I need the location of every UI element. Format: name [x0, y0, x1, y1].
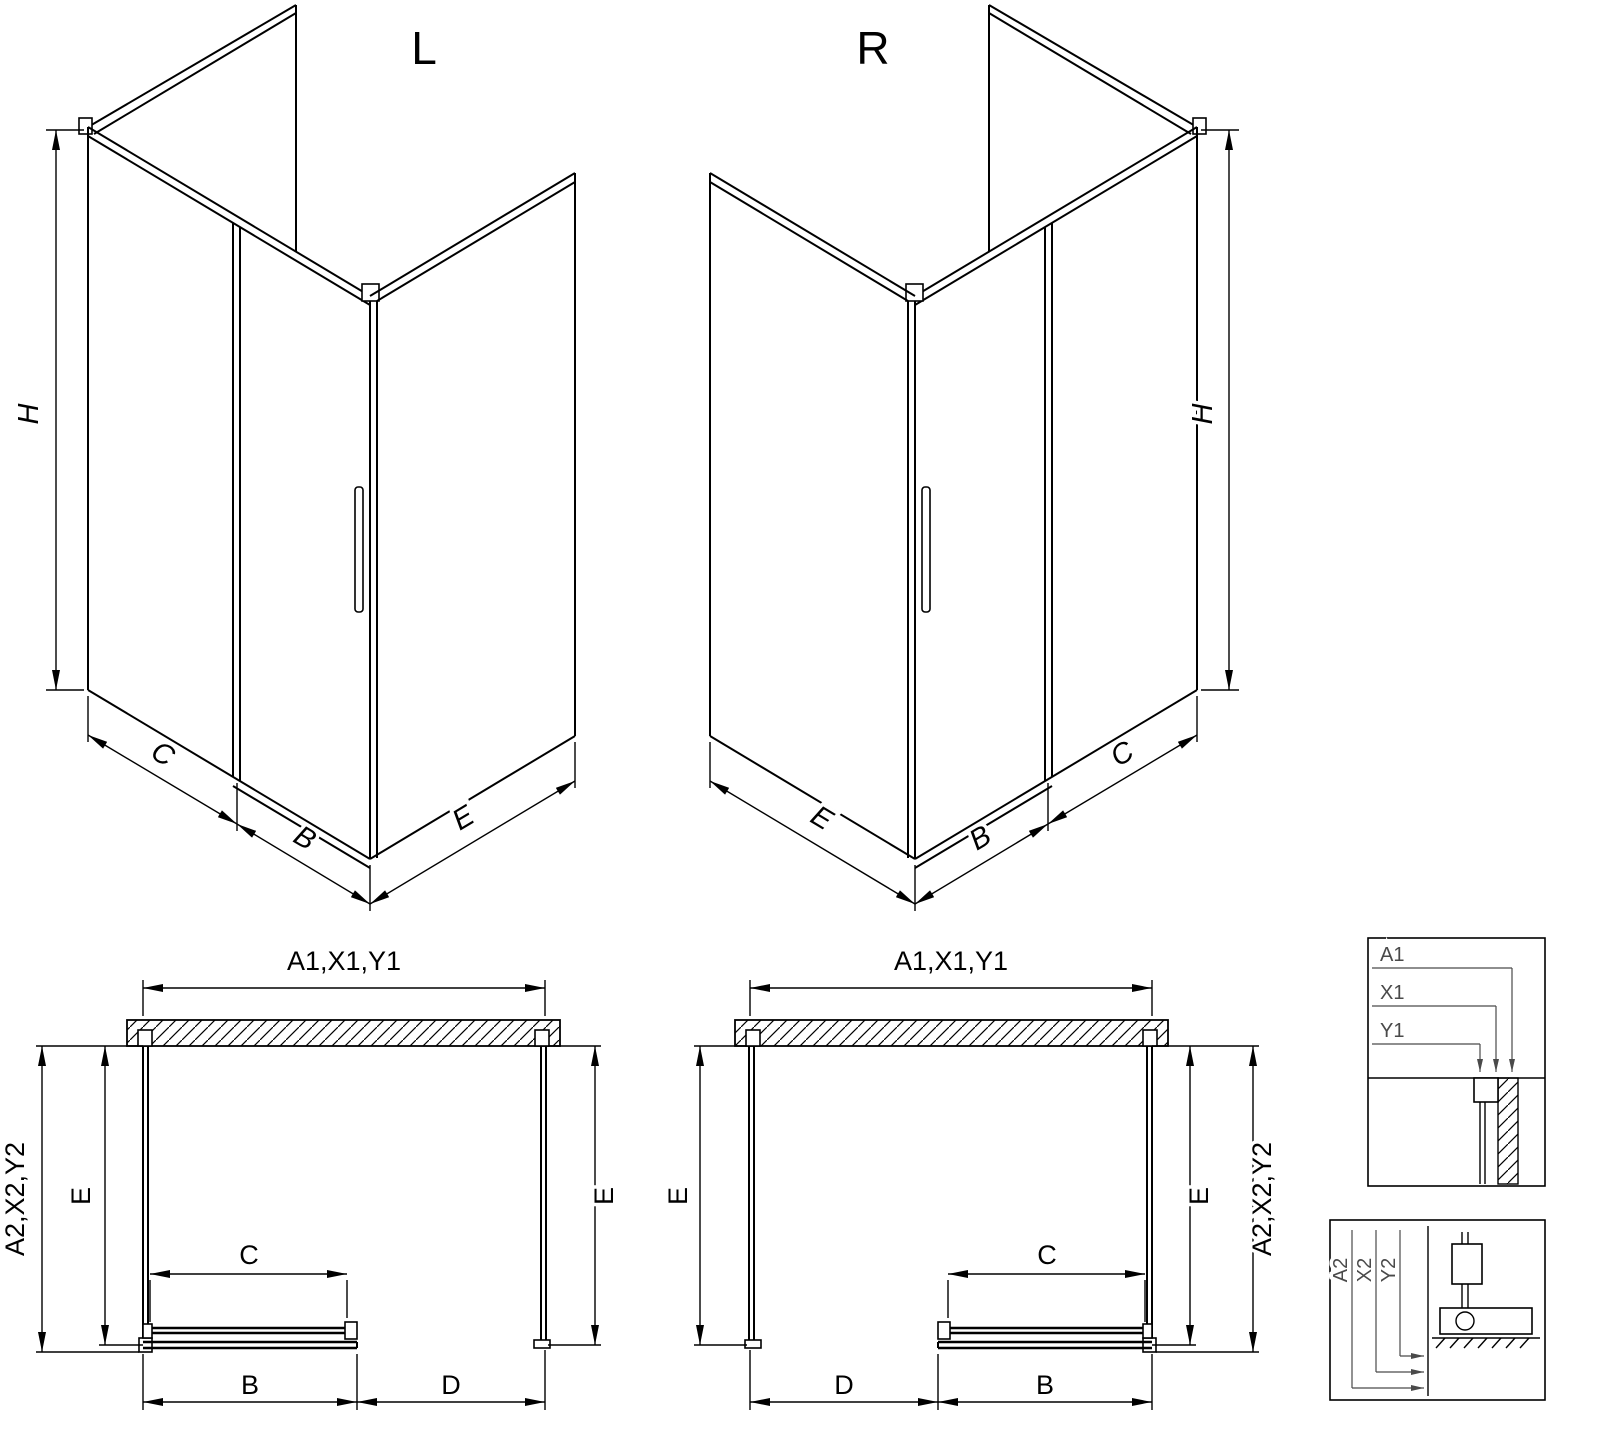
dim-label-e-right-plan-inner: E [1184, 1187, 1214, 1205]
dim-label-e-left-plan-outer: E [589, 1187, 619, 1205]
wall-profile [745, 1029, 761, 1047]
wall-section-detail [1497, 1077, 1519, 1185]
wall-section [734, 1019, 1169, 1047]
corner-connector [905, 283, 924, 302]
plan-view-right: A1,X1,Y1 A2,X2,Y2 E E C D B [660, 946, 1281, 1410]
wall-section [126, 1019, 561, 1047]
dim-label-height-left-iso: H [13, 403, 45, 424]
dim-label-a2x2y2-left-plan: A2,X2,Y2 [0, 1142, 30, 1256]
dim-label-d-left-plan: D [441, 1370, 461, 1400]
detail-bottom-callouts [1351, 1230, 1424, 1391]
dim-label-b-right-iso: B [964, 820, 997, 857]
structure-lines-left [78, 4, 576, 869]
wall-profile [1142, 1029, 1158, 1047]
detail-label-a1: A1 [1380, 944, 1404, 966]
dim-label-b-left-iso: B [288, 820, 321, 857]
wall-profile-detail [1473, 1077, 1499, 1103]
door-guide [1142, 1323, 1153, 1339]
dim-label-a1x1y1-right-plan: A1,X1,Y1 [894, 946, 1008, 976]
door-guide [142, 1323, 153, 1339]
detail-label-a2: A2 [1330, 1258, 1352, 1282]
panel-end-cap [744, 1339, 762, 1349]
view-title-left: L [411, 22, 437, 74]
detail-top-callouts [1372, 967, 1515, 1072]
wall-bracket [78, 117, 93, 135]
plan-dimensions-left [36, 980, 601, 1410]
door-handle-plan [937, 1321, 951, 1340]
iso-view-left: L [10, 4, 576, 911]
detail-view-bottom: A2 X2 Y2 [1327, 1219, 1546, 1401]
plan-structure-right [744, 1029, 1158, 1353]
dim-label-b-left-plan: B [241, 1370, 259, 1400]
dim-label-e-right-plan-outer: E [663, 1187, 693, 1205]
door-handle [354, 486, 364, 613]
wall-profile [534, 1029, 550, 1047]
dim-label-a1x1y1-left-plan: A1,X1,Y1 [287, 946, 401, 976]
dim-label-a2x2y2-right-plan: A2,X2,Y2 [1247, 1142, 1277, 1256]
bottom-rail-profile [1439, 1307, 1533, 1335]
iso-view-right: R [709, 4, 1239, 911]
wall-bracket [1192, 117, 1207, 135]
detail-frame [1367, 937, 1546, 1187]
dim-label-c-right-plan: C [1037, 1240, 1057, 1270]
dim-label-e-left-iso: E [447, 799, 481, 837]
dim-label-c-left-iso: C [145, 735, 180, 774]
wall-profile [137, 1029, 153, 1047]
dim-label-e-right-iso: E [805, 800, 839, 838]
corner-connector [361, 283, 380, 302]
roller-wheel [1455, 1311, 1475, 1331]
view-title-right: R [856, 22, 889, 74]
detail-label-x1: X1 [1380, 982, 1404, 1004]
roller-carriage [1451, 1243, 1483, 1285]
plan-dimensions-right [694, 980, 1259, 1410]
dim-label-b-right-plan: B [1036, 1370, 1054, 1400]
dimension-lines-left [46, 129, 576, 911]
structure-lines-right [709, 4, 1207, 869]
detail-top-section [1368, 1077, 1545, 1185]
plan-structure-left [137, 1029, 551, 1353]
door-handle [921, 486, 931, 613]
dim-label-height-right-iso: H [1187, 403, 1219, 424]
detail-label-y2: Y2 [1378, 1258, 1400, 1282]
detail-bottom-section [1427, 1226, 1540, 1396]
panel-end-cap [533, 1339, 551, 1349]
dim-label-c-left-plan: C [239, 1240, 259, 1270]
detail-label-x2: X2 [1354, 1258, 1376, 1282]
detail-label-y1: Y1 [1380, 1020, 1404, 1042]
door-handle-plan [344, 1321, 358, 1340]
dim-label-e-left-plan-inner: E [66, 1187, 96, 1205]
dimension-lines-right [709, 129, 1239, 911]
detail-frame [1329, 1219, 1546, 1401]
plan-view-left: A1,X1,Y1 A2,X2,Y2 E E C B D [0, 946, 623, 1410]
detail-view-top: A1 X1 Y1 [1367, 937, 1546, 1187]
floor-hatch-ticks [1435, 1337, 1530, 1349]
dim-label-d-right-plan: D [834, 1370, 854, 1400]
dim-label-c-right-iso: C [1105, 735, 1140, 774]
